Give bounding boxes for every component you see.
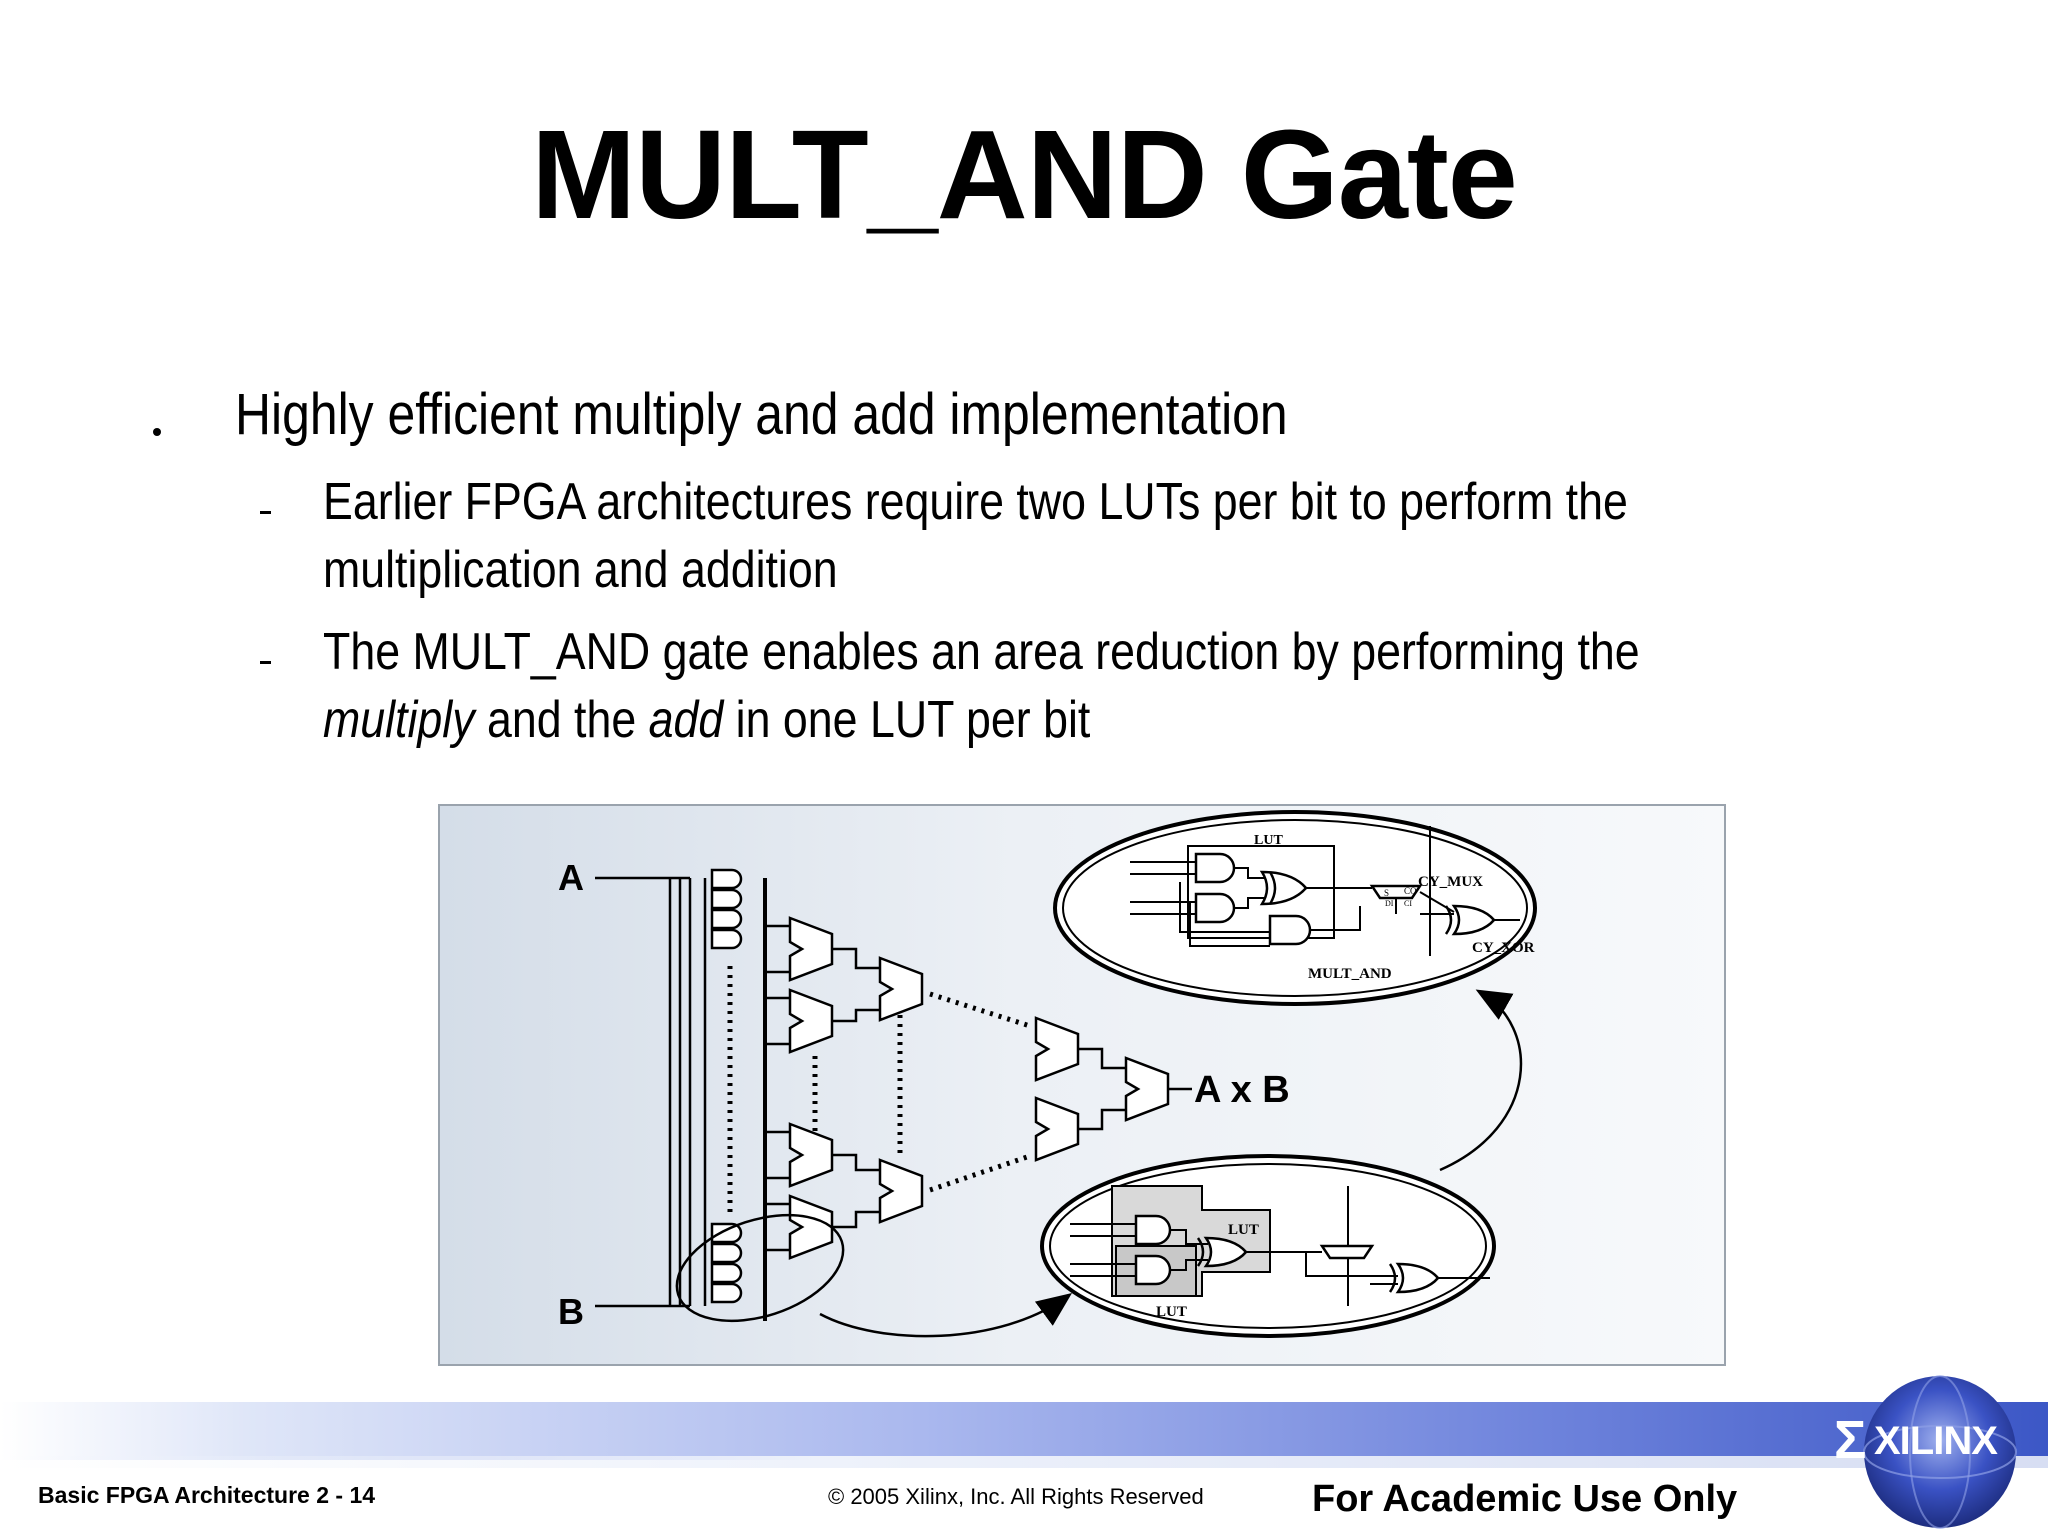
output-label: A x B	[1194, 1069, 1290, 1111]
top-lut-label: LUT	[1254, 833, 1283, 848]
cy-mux-label: CY_MUX	[1418, 874, 1483, 890]
arrow-to-top-detail	[1439, 989, 1523, 1172]
adder-final	[1124, 1056, 1170, 1122]
cy-xor-label: CY_XOR	[1472, 940, 1535, 956]
bullet-1: Highly efficient multiply and add implem…	[235, 382, 1288, 447]
mux-co-label: CO	[1404, 886, 1417, 896]
bullet-dot	[153, 428, 161, 436]
and-gates-bottom	[710, 1222, 743, 1304]
emphasis-add: add	[648, 691, 724, 749]
logo-symbol: Σ	[1834, 1410, 1866, 1470]
mult-and-label: MULT_AND	[1308, 966, 1392, 982]
subbullet-dash	[260, 511, 271, 514]
logo-text: XILINX	[1874, 1419, 1998, 1463]
dotted-lines	[727, 966, 1031, 1216]
subbullet-dash	[260, 661, 271, 664]
subbullet-2-line-1: The MULT_AND gate enables an area reduct…	[323, 623, 1640, 681]
footer-band	[0, 1402, 2048, 1460]
bottom-detail: LUT LUT	[1040, 1154, 1496, 1338]
bottom-lut-label-2: LUT	[1156, 1304, 1187, 1320]
wiring	[595, 876, 767, 1321]
arrow-to-bottom-detail	[819, 1293, 1073, 1338]
subbullet-1-line-2: multiplication and addition	[323, 541, 838, 599]
mux-ci-label: CI	[1404, 899, 1412, 908]
input-b-label: B	[558, 1291, 584, 1332]
footer-course-label: Basic FPGA Architecture 2 - 14	[38, 1482, 376, 1508]
multiplier-diagram: A B A x B	[438, 804, 1726, 1366]
xilinx-logo: Σ XILINX	[1834, 1375, 2017, 1529]
adder-stage-1	[788, 916, 834, 1260]
and-gates-top	[710, 868, 743, 950]
footer-copyright: © 2005 Xilinx, Inc. All Rights Reserved	[828, 1484, 1204, 1509]
top-detail: LUT CY_MUX CY_XOR MULT_AND S CO DI CI	[1053, 810, 1537, 1006]
footer-band-light	[0, 1456, 2048, 1468]
footer-academic-use: For Academic Use Only	[1312, 1478, 1738, 1520]
emphasis-multiply: multiply	[323, 691, 475, 749]
bottom-lut-label-1: LUT	[1228, 1222, 1259, 1238]
subbullet-1-line-1: Earlier FPGA architectures require two L…	[323, 473, 1628, 531]
adder-wires	[765, 924, 1192, 1252]
slide-title: MULT_AND Gate	[531, 104, 1518, 245]
mux-di-label: DI	[1385, 899, 1394, 908]
highlight-ellipse-small	[675, 1213, 845, 1323]
input-a-label: A	[558, 857, 584, 898]
mux-s-label: S	[1384, 888, 1389, 898]
adder-stage-3	[1034, 1016, 1080, 1162]
subbullet-2-line-2: multiply and the add in one LUT per bit	[323, 691, 1091, 749]
adder-stage-2	[878, 956, 924, 1224]
diagram-svg: A B A x B	[558, 810, 1537, 1338]
